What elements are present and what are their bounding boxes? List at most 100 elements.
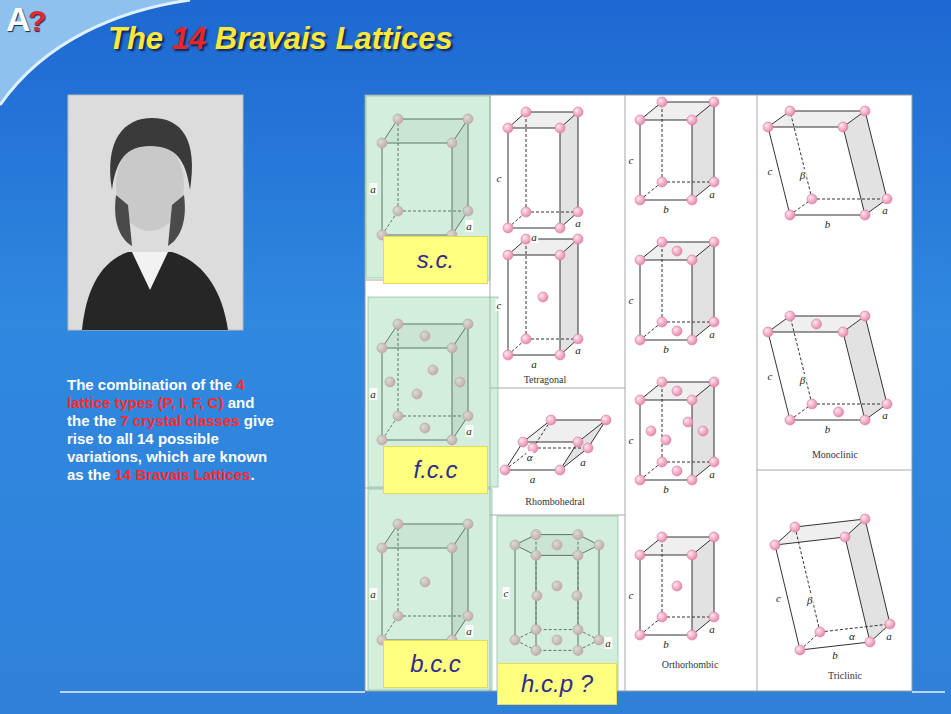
axis-label: c bbox=[503, 587, 510, 599]
cell-edge bbox=[505, 448, 533, 470]
cell-face bbox=[768, 316, 865, 332]
lattice-atom bbox=[635, 475, 645, 485]
lattice-atom bbox=[555, 223, 565, 233]
axis-label: c bbox=[628, 154, 635, 166]
axis-label: b bbox=[662, 343, 670, 355]
cell-edge bbox=[768, 127, 843, 128]
lattice-atom bbox=[573, 334, 583, 344]
cell-edge bbox=[714, 242, 715, 322]
panel-divider bbox=[757, 95, 758, 691]
lattice-atom bbox=[807, 399, 817, 409]
cell-edge bbox=[640, 260, 641, 340]
cell-edge bbox=[662, 462, 714, 463]
axis-label: a bbox=[465, 220, 473, 232]
axis-label: b bbox=[824, 423, 832, 435]
lattice-name: Triclinic bbox=[828, 670, 862, 682]
portrait-coat bbox=[82, 252, 228, 330]
lattice-atom bbox=[785, 210, 795, 220]
axis-label: c bbox=[767, 370, 774, 382]
highlight-box bbox=[368, 489, 492, 690]
lattice-cell bbox=[503, 234, 583, 360]
cell-edge bbox=[578, 112, 579, 212]
panel-divider bbox=[490, 388, 625, 389]
lattice-atom bbox=[672, 246, 682, 256]
cell-edge bbox=[790, 111, 865, 112]
cell-edge bbox=[560, 128, 561, 228]
lattice-atom bbox=[555, 465, 565, 475]
lattice-atom bbox=[657, 237, 667, 247]
lattice-atom bbox=[709, 457, 719, 467]
axis-label: a bbox=[369, 183, 377, 195]
lattice-atom bbox=[657, 532, 667, 542]
cell-edge bbox=[812, 404, 887, 405]
axis-label: β bbox=[799, 374, 806, 386]
footer-rule bbox=[912, 691, 945, 693]
lattice-atom bbox=[657, 457, 667, 467]
portrait-hair bbox=[110, 118, 192, 190]
cell-edge bbox=[640, 555, 641, 635]
portrait-collar bbox=[132, 252, 168, 290]
axis-label: a bbox=[708, 623, 716, 635]
axis-label: a bbox=[574, 344, 582, 356]
lattice-cell bbox=[770, 514, 895, 655]
cell-edge bbox=[662, 537, 714, 538]
axis-label: a bbox=[881, 204, 889, 216]
cell-edge bbox=[843, 127, 865, 215]
cell-edge bbox=[662, 102, 714, 103]
cell-edge bbox=[692, 120, 693, 200]
cell-edge bbox=[865, 519, 890, 624]
lattice-atom bbox=[812, 319, 822, 329]
lattice-atom bbox=[573, 207, 583, 217]
panel-divider bbox=[757, 470, 912, 471]
cell-edge bbox=[865, 316, 887, 404]
cell-edge bbox=[578, 239, 579, 339]
cell-face bbox=[775, 519, 865, 545]
lattice-atom bbox=[503, 350, 513, 360]
axis-label: a bbox=[708, 328, 716, 340]
lattice-atom bbox=[687, 335, 697, 345]
lattice-cell bbox=[500, 415, 611, 475]
lattice-atom bbox=[635, 335, 645, 345]
cell-edge bbox=[795, 527, 820, 632]
cell-edge bbox=[812, 199, 887, 200]
lattice-atom bbox=[657, 317, 667, 327]
cell-face bbox=[640, 102, 714, 120]
cell-edge bbox=[640, 480, 692, 481]
lattice-atom bbox=[709, 532, 719, 542]
cell-edge bbox=[508, 355, 560, 356]
axis-label: b bbox=[662, 483, 670, 495]
axis-label: a bbox=[574, 217, 582, 229]
lattice-atom bbox=[687, 630, 697, 640]
lattice-atom bbox=[503, 223, 513, 233]
axis-label: a bbox=[530, 358, 538, 370]
axis-label: a bbox=[604, 637, 612, 649]
axis-label: b bbox=[662, 638, 670, 650]
cell-edge bbox=[662, 537, 663, 617]
cell-edge bbox=[640, 120, 692, 121]
axis-label: c bbox=[628, 434, 635, 446]
lattice-atom bbox=[672, 386, 682, 396]
cell-edge bbox=[662, 382, 714, 383]
lattice-atom bbox=[657, 97, 667, 107]
tag-box: b.c.c bbox=[383, 640, 488, 688]
lattice-atom bbox=[687, 255, 697, 265]
lattice-cell bbox=[763, 106, 892, 220]
lattice-atom bbox=[657, 612, 667, 622]
lattice-atom bbox=[573, 107, 583, 117]
lattice-atom bbox=[687, 395, 697, 405]
cell-edge bbox=[795, 519, 865, 527]
axis-label: a bbox=[369, 388, 377, 400]
cell-edge bbox=[845, 537, 870, 642]
axis-label: a bbox=[530, 231, 538, 243]
tag-text: f.c.c bbox=[413, 456, 457, 484]
paragraph-text: . bbox=[250, 466, 254, 483]
cell-edge bbox=[523, 442, 578, 443]
lattice-atom bbox=[834, 407, 844, 417]
axis-label: α bbox=[848, 630, 856, 642]
lattice-atom bbox=[687, 475, 697, 485]
axis-label: a bbox=[465, 625, 473, 637]
lattice-atom bbox=[518, 437, 528, 447]
cell-edge bbox=[508, 128, 560, 129]
cell-edge bbox=[551, 420, 606, 421]
lattice-atom bbox=[601, 415, 611, 425]
